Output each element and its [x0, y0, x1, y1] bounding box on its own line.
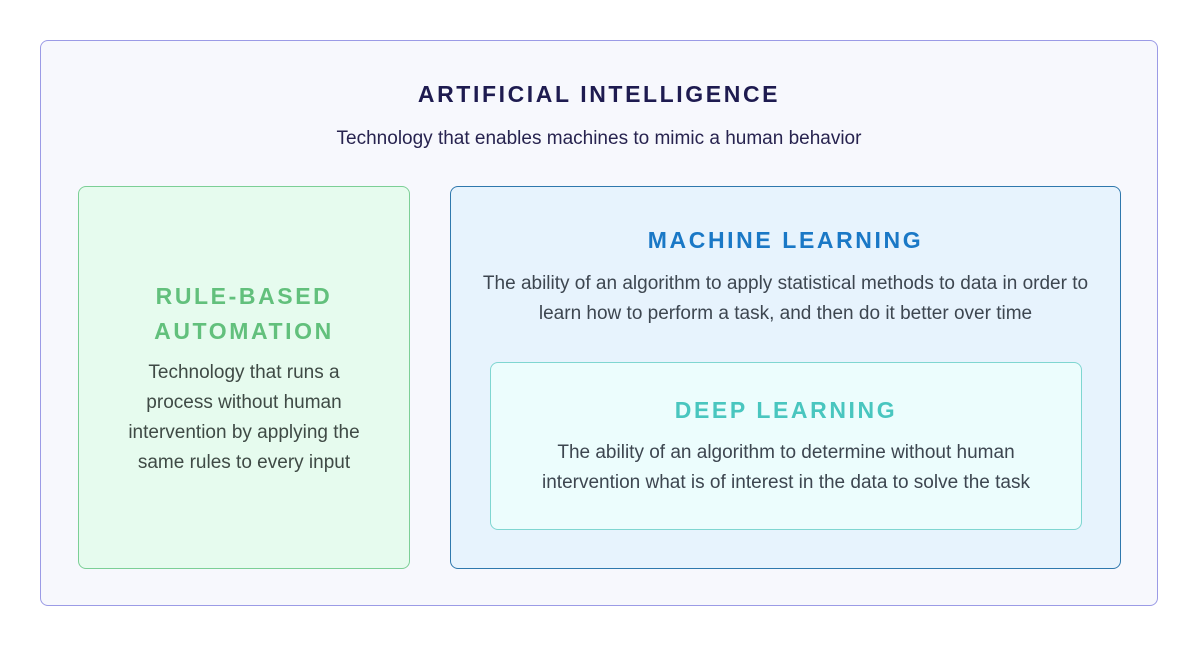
deep-learning-box: DEEP LEARNING The ability of an algorith… — [490, 362, 1082, 530]
rule-based-automation-title: RULE-BASED AUTOMATION — [154, 283, 334, 344]
artificial-intelligence-title: ARTIFICIAL INTELLIGENCE — [417, 81, 781, 107]
deep-learning-title: DEEP LEARNING — [674, 397, 898, 423]
machine-learning-description: The ability of an algorithm to apply sta… — [482, 273, 1089, 324]
rule-based-automation-box: RULE-BASED AUTOMATION Technology that ru… — [78, 186, 410, 569]
artificial-intelligence-description: Technology that enables machines to mimi… — [336, 128, 862, 149]
machine-learning-title: MACHINE LEARNING — [647, 227, 924, 253]
machine-learning-box: MACHINE LEARNING The ability of an algor… — [450, 186, 1121, 569]
rule-based-automation-description: Technology that runs a process without h… — [128, 362, 360, 473]
deep-learning-description: The ability of an algorithm to determine… — [542, 442, 1030, 493]
